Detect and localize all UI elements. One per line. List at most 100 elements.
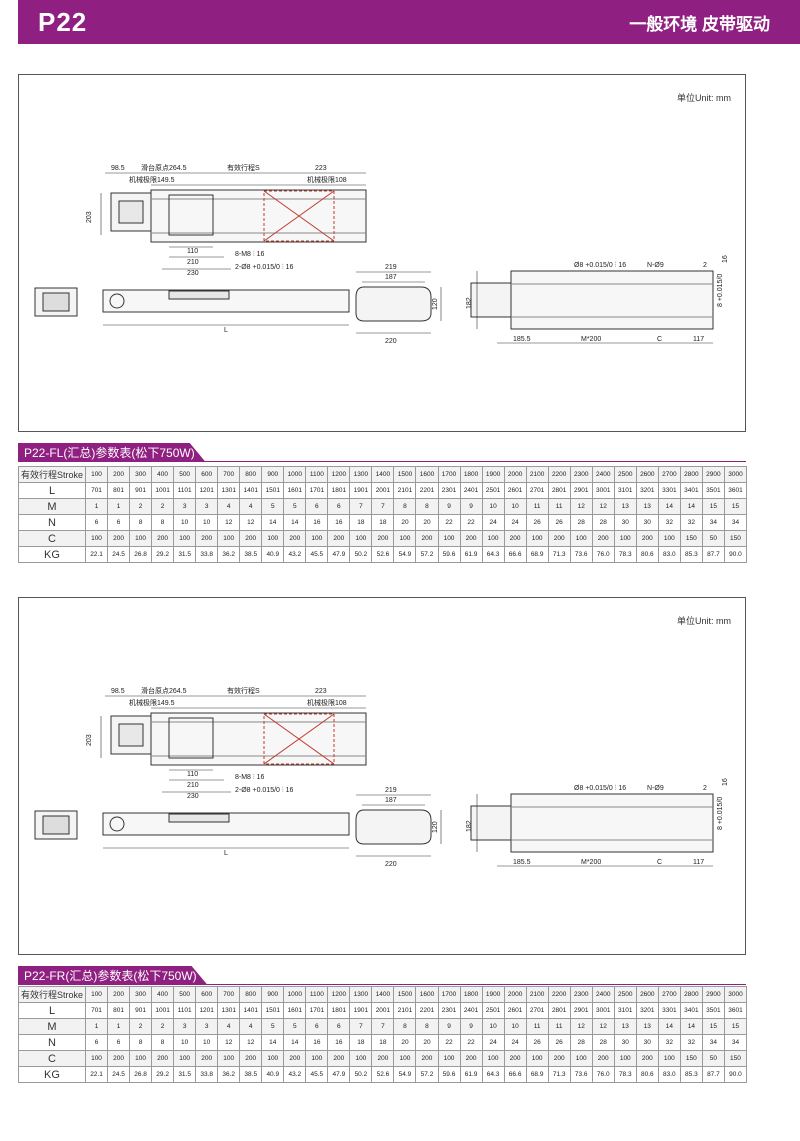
table-cell: 4	[239, 1018, 263, 1035]
table-cell: 1	[107, 498, 131, 515]
table-cell: 10	[195, 1034, 219, 1051]
dimension-label: 187	[385, 797, 397, 804]
table-cell: 32	[679, 1034, 703, 1051]
slider-side	[168, 290, 230, 300]
table-cell: 2401	[459, 482, 483, 499]
table-cell: 1500	[393, 986, 417, 1003]
table-cell: 3000	[723, 986, 748, 1003]
table-cell: 15	[701, 498, 725, 515]
table-cell: 400	[151, 986, 175, 1003]
table-cell: 1600	[415, 466, 439, 483]
table-cell: 100	[84, 1050, 109, 1067]
table-cell: 87.7	[701, 546, 725, 563]
table-cell: 2300	[569, 466, 593, 483]
dimension-label: 8-M8 ⫶ 16	[235, 773, 264, 781]
table-cell: 100	[437, 530, 461, 547]
table-cell: 600	[195, 986, 219, 1003]
table-cell: 900	[261, 466, 285, 483]
table-cell: 14	[261, 514, 285, 531]
table-cell: 24.5	[107, 546, 131, 563]
table-cell: 800	[239, 466, 263, 483]
table-cell: 6	[107, 1034, 131, 1051]
table-cell: 200	[283, 1050, 307, 1067]
table-cell: 2501	[481, 482, 505, 499]
table-cell: 3001	[591, 1002, 615, 1019]
table-cell: 100	[173, 1050, 197, 1067]
table-cell: 2800	[679, 466, 703, 483]
dimension-label: 223	[315, 688, 327, 695]
table-cell: 200	[547, 1050, 571, 1067]
table-cell: 45.5	[305, 1066, 329, 1083]
table-cell: 3401	[679, 482, 703, 499]
table-cell: 11	[525, 498, 549, 515]
table-cell: 47.9	[327, 546, 351, 563]
table-cell: 22	[437, 514, 461, 531]
table-cell: 12	[217, 514, 241, 531]
table-cell: 14	[657, 1018, 681, 1035]
table-cell: 900	[261, 986, 285, 1003]
dimension-label: Ø8 +0.015/0 ⫶ 16	[574, 784, 626, 792]
table-cell: 14	[283, 1034, 307, 1051]
table-cell: 34	[701, 1034, 725, 1051]
table-cell: 33.8	[195, 1066, 219, 1083]
table-cell: 2500	[613, 466, 637, 483]
dimension-label: 有效行程S	[227, 163, 260, 172]
table-cell: 5	[261, 498, 285, 515]
table-cell: 71.3	[547, 546, 571, 563]
stroke-zone	[263, 713, 335, 765]
dimension-label: 210	[187, 259, 199, 266]
table-cell: 2001	[371, 482, 395, 499]
table-cell: 36.2	[217, 1066, 241, 1083]
row-header: 有效行程Stroke	[18, 466, 86, 483]
table-cell: 83.0	[657, 546, 681, 563]
table-cell: 7	[349, 498, 373, 515]
table-cell: 1400	[371, 986, 395, 1003]
table-cell: 22.1	[84, 1066, 109, 1083]
dimension-label: 8 +0.015/0	[717, 274, 724, 307]
table-cell: 9	[459, 498, 483, 515]
table-cell: 1800	[459, 986, 483, 1003]
table-cell: 38.5	[239, 546, 263, 563]
table-cell: 50.2	[349, 546, 373, 563]
table-cell: 12	[569, 498, 593, 515]
table-cell: 2	[129, 498, 153, 515]
stroke-cross	[263, 713, 335, 765]
table-cell: 801	[107, 482, 131, 499]
row-header: M	[18, 498, 86, 515]
dimension-label: 117	[693, 859, 704, 866]
row-header: 有效行程Stroke	[18, 986, 86, 1003]
dimension-label: 2-Ø8 +0.015/0 ⫶ 16	[235, 263, 293, 271]
dimension-label: 机械极限108	[307, 175, 347, 184]
dimension-label: 2	[703, 262, 707, 269]
table-cell: 2600	[635, 986, 659, 1003]
pulley-circle	[109, 816, 125, 832]
module-body-side	[102, 289, 350, 313]
dimension-label: 230	[187, 793, 199, 800]
dimension-label: 机械极限108	[307, 698, 347, 707]
table-cell: 14	[657, 498, 681, 515]
table-cell: 13	[635, 498, 659, 515]
dimension-label: 16	[722, 778, 729, 786]
table-cell: 15	[723, 1018, 748, 1035]
table-title-fl: P22-FL(汇总)参数表(松下750W)	[18, 443, 205, 461]
table-cell: 400	[151, 466, 175, 483]
table-cell: 40.9	[261, 1066, 285, 1083]
dimension-label: 机械极限149.5	[129, 698, 175, 707]
table-cell: 7	[371, 498, 395, 515]
dimension-label: 117	[693, 336, 704, 343]
motor-face	[118, 200, 144, 224]
table-cell: 100	[525, 1050, 549, 1067]
table-cell: 3301	[657, 482, 681, 499]
table-cell: 26	[525, 1034, 549, 1051]
divider	[18, 461, 746, 462]
table-cell: 2501	[481, 1002, 505, 1019]
table-cell: 200	[107, 466, 131, 483]
table-cell: 7	[371, 1018, 395, 1035]
table-cell: 59.6	[437, 1066, 461, 1083]
table-cell: 100	[657, 1050, 681, 1067]
table-cell: 18	[349, 1034, 373, 1051]
table-cell: 2901	[569, 1002, 593, 1019]
